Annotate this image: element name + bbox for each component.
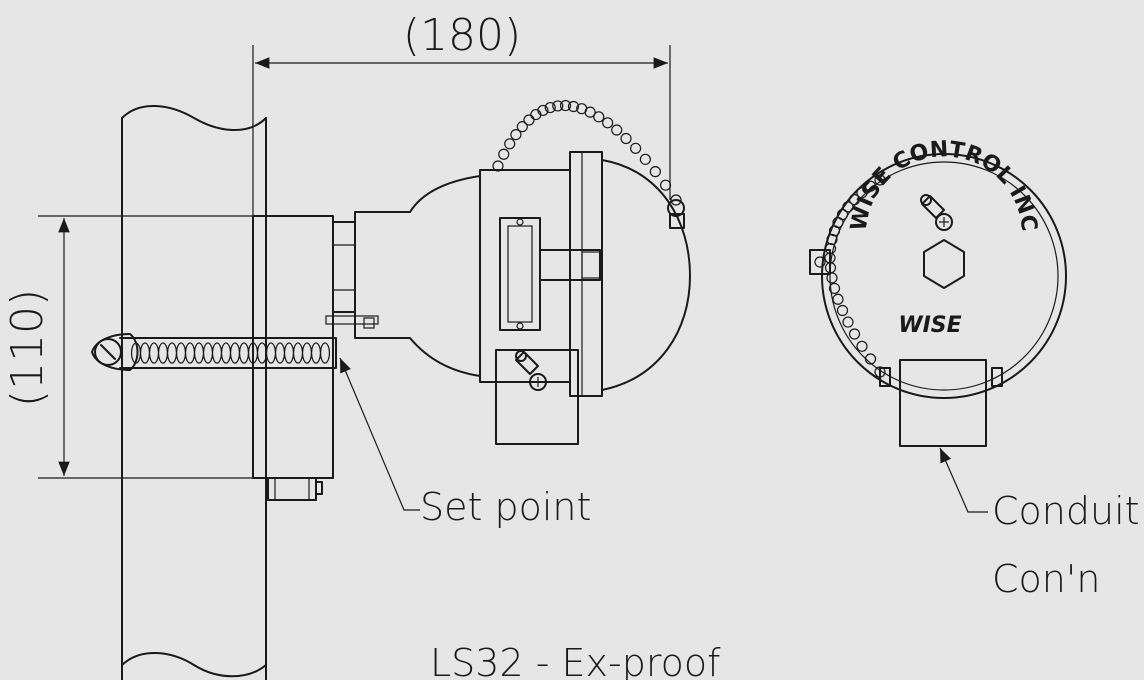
cover-front-view: WISE CONTROL INC WISE [809, 137, 1067, 447]
wise-logo: WISE [898, 313, 961, 338]
clamp-band [91, 333, 337, 371]
switch-housing [354, 99, 691, 445]
set-point-callout: Set point [339, 357, 591, 529]
width-dimension: (180) [252, 10, 671, 215]
pipe [121, 105, 267, 680]
conduit-label-line1: Conduit [992, 489, 1140, 533]
conduit-callout: Conduit Con'n [939, 447, 1140, 601]
height-dimension: (110) [2, 215, 256, 479]
mounting-bracket [252, 215, 379, 501]
height-dimension-label: (110) [2, 289, 53, 407]
conduit-label-line2: Con'n [992, 557, 1100, 601]
set-point-label: Set point [420, 485, 591, 529]
drawing-caption: LS32 - Ex-proof [430, 641, 721, 680]
width-dimension-label: (180) [403, 10, 521, 61]
